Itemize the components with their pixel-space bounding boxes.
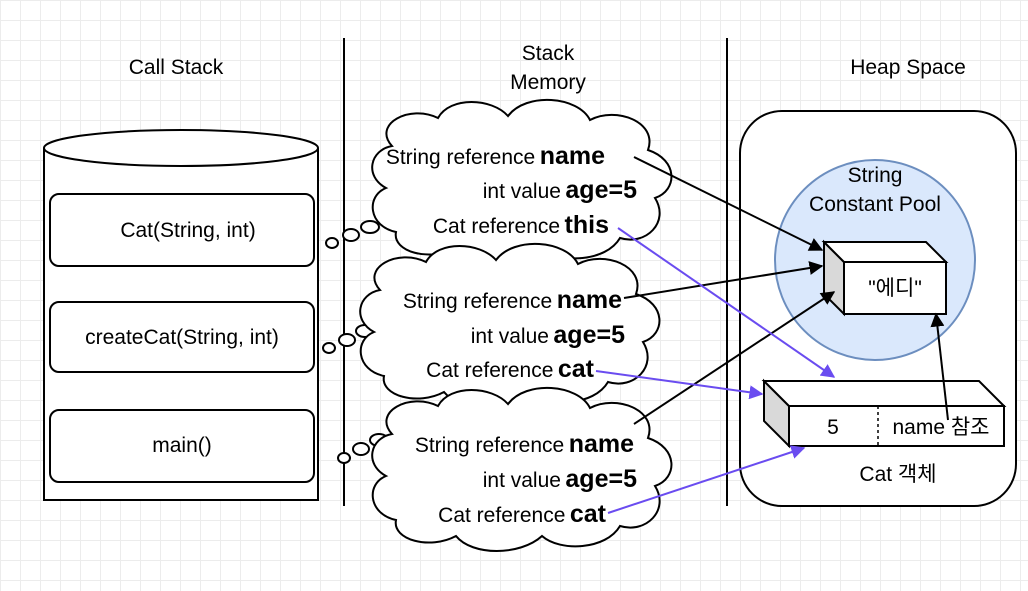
arrow-this-ref — [617, 227, 836, 378]
bubble-connector-1 — [325, 220, 380, 249]
stack-row: int value age=5 — [471, 321, 625, 349]
pool-label-line1: String — [848, 164, 903, 187]
call-stack-frame-main: main() — [49, 409, 315, 483]
arrow-cat-name-field — [930, 312, 949, 421]
frame-label: Cat(String, int) — [120, 219, 255, 242]
stack-row: int value age=5 — [483, 176, 637, 204]
stack-memory-header-line1: Stack — [522, 42, 575, 65]
cat-age-field: 5 — [827, 416, 839, 439]
stack-row: int value age=5 — [483, 465, 637, 493]
stack-memory-header-line2: Memory — [510, 71, 586, 94]
string-value: "에디" — [868, 277, 922, 300]
cat-object-box: 5 name 참조 — [761, 378, 1007, 449]
pool-label-line2: Constant Pool — [809, 193, 941, 216]
call-stack-header: Call Stack — [129, 56, 224, 79]
arrow-name-ref-1 — [633, 156, 824, 251]
heap-space-header: Heap Space — [850, 56, 966, 79]
stack-frame-cloud-cat: String reference name int value age=5 Ca… — [371, 98, 673, 264]
call-stack-frame-cat: Cat(String, int) — [49, 193, 315, 267]
stack-row: String reference name — [403, 286, 622, 314]
cat-name-field: name 참조 — [892, 416, 989, 439]
stack-row: Cat reference this — [433, 211, 609, 239]
arrow-cat-ref-createcat — [595, 370, 764, 400]
frame-label: main() — [152, 434, 212, 457]
frame-label: createCat(String, int) — [85, 326, 279, 349]
stack-row: Cat reference cat — [426, 355, 594, 383]
cat-object-caption: Cat 객체 — [859, 463, 936, 486]
arrow-name-ref-2 — [623, 261, 824, 299]
stack-row: String reference name — [386, 142, 605, 170]
stack-frame-cloud-main: String reference name int value age=5 Ca… — [371, 386, 673, 552]
stack-row: Cat reference cat — [438, 500, 606, 528]
arrow-cat-ref-main — [607, 445, 806, 514]
call-stack-frame-createcat: createCat(String, int) — [49, 301, 315, 373]
arrow-name-ref-3 — [633, 291, 836, 425]
stack-row: String reference name — [415, 430, 634, 458]
string-object-box: "에디" — [821, 239, 949, 317]
stack-frame-cloud-createcat: String reference name int value age=5 Ca… — [359, 242, 661, 408]
